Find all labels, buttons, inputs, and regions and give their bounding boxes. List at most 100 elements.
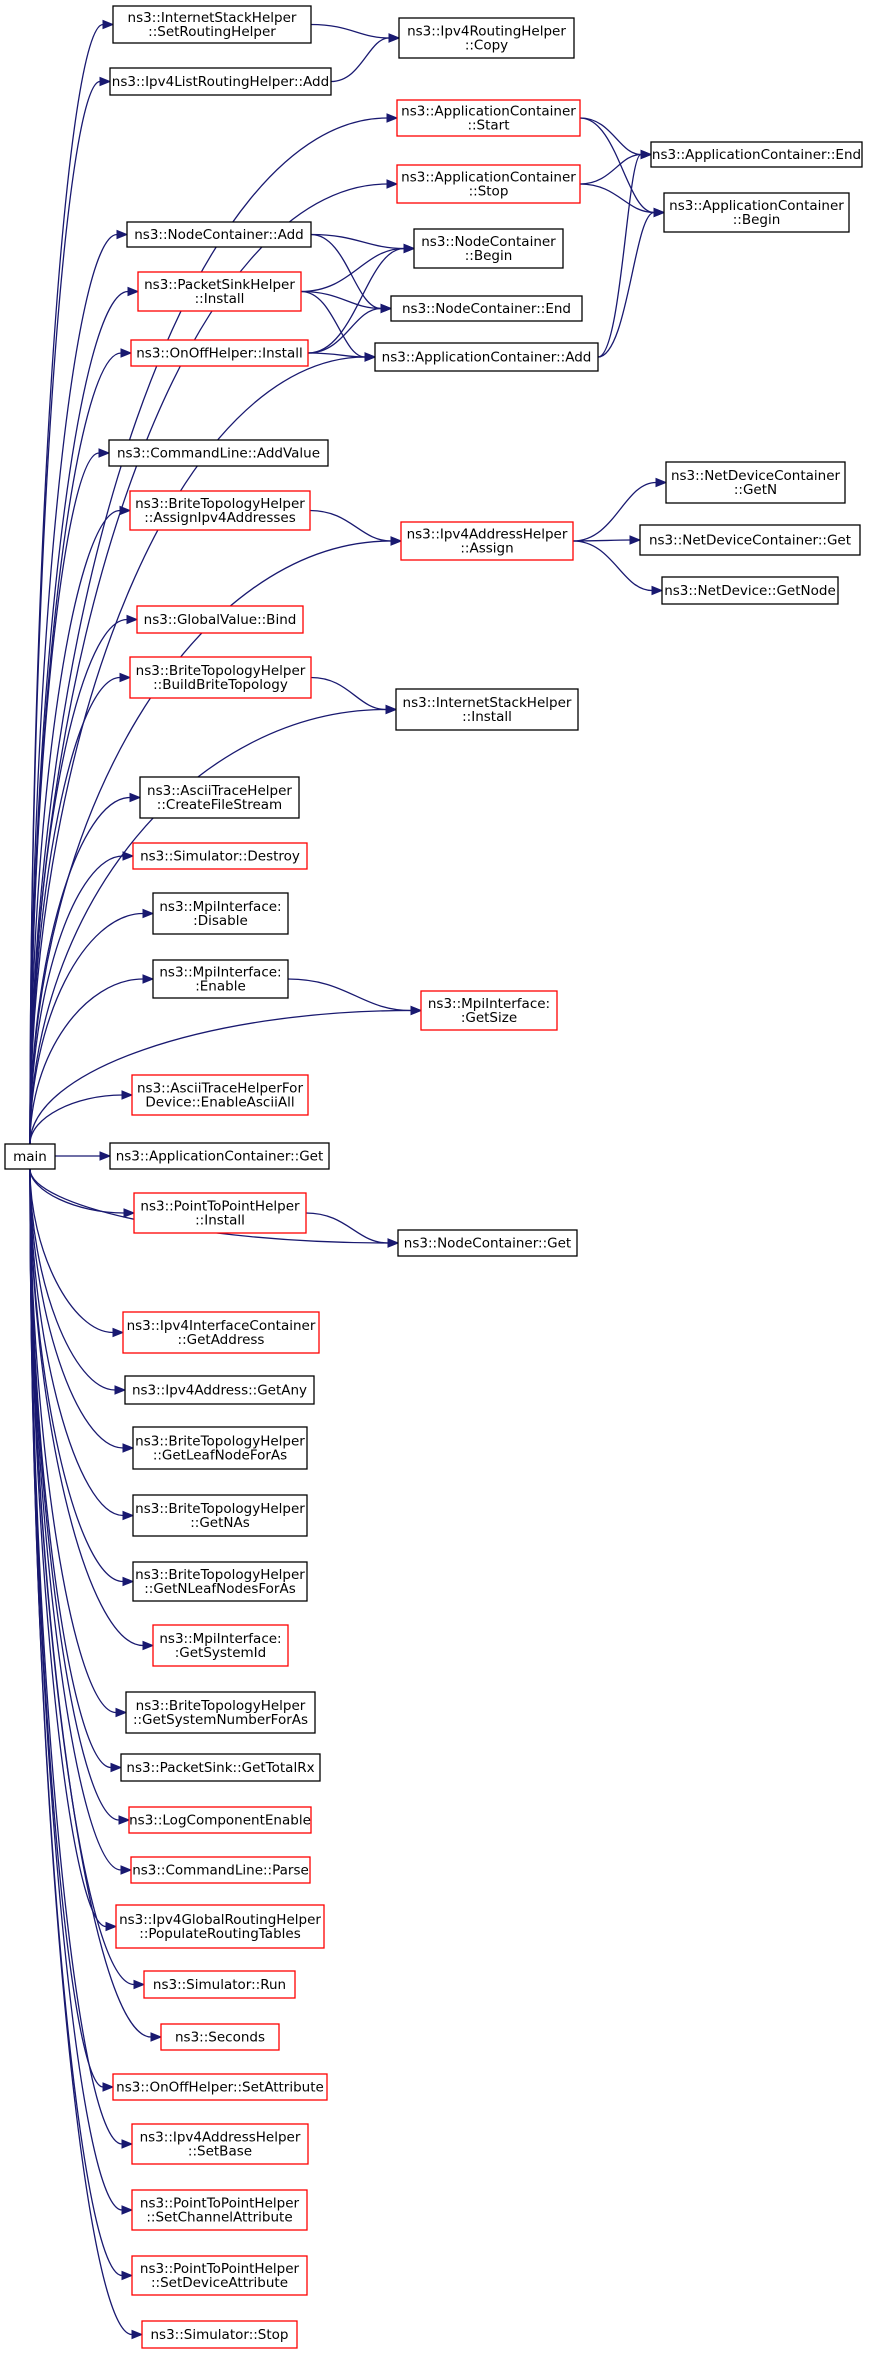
- node-n9[interactable]: ns3::NodeContainer::Begin: [413, 228, 564, 269]
- edge-main-n15: [29, 505, 132, 1145]
- node-n5[interactable]: ns3::ApplicationContainer::End: [650, 141, 863, 168]
- edge-main-n3: [29, 76, 112, 1145]
- node-n39[interactable]: ns3::PacketSink::GetTotalRx: [120, 1753, 321, 1782]
- node-label: ns3::MpiInterface:: [428, 996, 550, 1012]
- node-n14[interactable]: ns3::CommandLine::AddValue: [108, 439, 329, 467]
- node-n49[interactable]: ns3::Simulator::Stop: [141, 2320, 298, 2349]
- node-n23[interactable]: ns3::AsciiTraceHelper::CreateFileStream: [139, 776, 300, 819]
- node-label: ns3::Simulator::Run: [153, 1977, 286, 1993]
- node-n32[interactable]: ns3::Ipv4InterfaceContainer::GetAddress: [122, 1311, 320, 1354]
- node-label: ns3::NodeContainer::End: [402, 301, 571, 317]
- node-label: main: [13, 1149, 47, 1165]
- node-n7[interactable]: ns3::ApplicationContainer::Begin: [663, 192, 850, 233]
- node-n8[interactable]: ns3::NodeContainer::Add: [126, 221, 312, 248]
- node-box: [139, 776, 300, 819]
- node-n41[interactable]: ns3::CommandLine::Parse: [130, 1856, 311, 1884]
- node-n35[interactable]: ns3::BriteTopologyHelper::GetNAs: [132, 1494, 308, 1537]
- node-n33[interactable]: ns3::Ipv4Address::GetAny: [124, 1375, 315, 1405]
- node-n37[interactable]: ns3::MpiInterface::GetSystemId: [152, 1624, 289, 1667]
- edge-main-n30: [29, 1168, 136, 1218]
- node-n21[interactable]: ns3::BriteTopologyHelper::BuildBriteTopo…: [129, 656, 312, 699]
- node-label: ::GetN: [734, 482, 777, 498]
- edge-main-n25: [29, 908, 155, 1145]
- node-label: ns3::MpiInterface:: [159, 965, 281, 981]
- node-box: [133, 1192, 307, 1234]
- node-box: [131, 2189, 308, 2231]
- node-n16[interactable]: ns3::NetDeviceContainer::GetN: [665, 461, 846, 504]
- edge-main-n29: [55, 1151, 112, 1161]
- node-n3[interactable]: ns3::Ipv4ListRoutingHelper::Add: [109, 67, 332, 96]
- node-n15[interactable]: ns3::BriteTopologyHelper::AssignIpv4Addr…: [129, 490, 311, 531]
- node-label: ns3::Ipv4Address::GetAny: [132, 1383, 307, 1399]
- node-n2[interactable]: ns3::Ipv4RoutingHelper::Copy: [398, 17, 575, 59]
- node-n31[interactable]: ns3::NodeContainer::Get: [397, 1229, 578, 1257]
- node-label: :GetSize: [461, 1010, 517, 1026]
- node-n25[interactable]: ns3::MpiInterface::Disable: [152, 892, 289, 935]
- node-box: [109, 1142, 330, 1170]
- edge-n21-n22: [310, 676, 398, 715]
- node-box: [136, 605, 304, 634]
- node-n47[interactable]: ns3::PointToPointHelper::SetChannelAttri…: [131, 2189, 308, 2231]
- node-n29[interactable]: ns3::ApplicationContainer::Get: [109, 1142, 330, 1170]
- edge-main-n44: [29, 1168, 163, 2042]
- edge-main-n12: [29, 348, 133, 1145]
- edge-n13-n5: [597, 149, 653, 358]
- node-label: ns3::Ipv4AddressHelper: [140, 2130, 301, 2146]
- node-label: ns3::ApplicationContainer: [669, 198, 844, 214]
- node-n12[interactable]: ns3::OnOffHelper::Install: [130, 339, 309, 367]
- node-n36[interactable]: ns3::BriteTopologyHelper::GetNLeafNodesF…: [132, 1561, 308, 1602]
- node-n38[interactable]: ns3::BriteTopologyHelper::GetSystemNumbe…: [125, 1691, 316, 1734]
- node-n44[interactable]: ns3::Seconds: [160, 2023, 280, 2051]
- node-box: [413, 228, 564, 269]
- node-n13[interactable]: ns3::ApplicationContainer::Add: [374, 342, 599, 372]
- node-box: [397, 1229, 578, 1257]
- node-n10[interactable]: ns3::PacketSinkHelper::Install: [137, 271, 302, 312]
- edge-n26-n27: [287, 978, 423, 1016]
- node-n40[interactable]: ns3::LogComponentEnable: [128, 1806, 312, 1834]
- node-n26[interactable]: ns3::MpiInterface::Enable: [152, 959, 289, 999]
- node-box: [109, 67, 332, 96]
- node-n48[interactable]: ns3::PointToPointHelper::SetDeviceAttrib…: [131, 2255, 308, 2296]
- edge-main-n35: [29, 1168, 135, 1521]
- edge-main-n21: [29, 672, 132, 1145]
- node-box: [396, 164, 581, 204]
- node-n19[interactable]: ns3::NetDevice::GetNode: [661, 576, 839, 605]
- node-n46[interactable]: ns3::Ipv4AddressHelper::SetBase: [131, 2123, 309, 2165]
- node-label: ns3::ApplicationContainer: [401, 170, 576, 186]
- node-box: [132, 842, 308, 870]
- node-n45[interactable]: ns3::OnOffHelper::SetAttribute: [112, 2073, 328, 2101]
- node-n28[interactable]: ns3::AsciiTraceHelperForDevice::EnableAs…: [131, 1074, 309, 1116]
- node-main[interactable]: main: [4, 1143, 56, 1170]
- edge-n3-n2: [330, 33, 401, 83]
- node-label: ns3::Simulator::Destroy: [140, 849, 300, 865]
- node-n20[interactable]: ns3::GlobalValue::Bind: [136, 605, 304, 634]
- edge-n10-n9: [300, 243, 416, 293]
- node-box: [152, 959, 289, 999]
- node-n30[interactable]: ns3::PointToPointHelper::Install: [133, 1192, 307, 1234]
- node-label: ns3::GlobalValue::Bind: [144, 612, 297, 628]
- node-label: ::GetNAs: [190, 1515, 250, 1531]
- node-n6[interactable]: ns3::ApplicationContainer::Stop: [396, 164, 581, 204]
- node-n27[interactable]: ns3::MpiInterface::GetSize: [420, 990, 558, 1031]
- node-label: ::SetChannelAttribute: [146, 2210, 292, 2226]
- node-n11[interactable]: ns3::NodeContainer::End: [390, 295, 583, 322]
- edge-main-n28: [29, 1090, 134, 1145]
- node-n4[interactable]: ns3::ApplicationContainer::Start: [396, 99, 581, 137]
- edge-main-n32: [29, 1168, 125, 1338]
- node-n24[interactable]: ns3::Simulator::Destroy: [132, 842, 308, 870]
- node-label: ns3::InternetStackHelper: [128, 10, 297, 26]
- node-label: ns3::ApplicationContainer::Add: [382, 350, 592, 366]
- node-n1[interactable]: ns3::InternetStackHelper::SetRoutingHelp…: [112, 5, 312, 44]
- node-n43[interactable]: ns3::Simulator::Run: [143, 1970, 296, 1999]
- node-label: ns3::ApplicationContainer::Get: [116, 1149, 324, 1165]
- node-label: ns3::Ipv4InterfaceContainer: [127, 1318, 316, 1334]
- edge-main-n42: [29, 1168, 118, 1932]
- node-box: [665, 461, 846, 504]
- node-n34[interactable]: ns3::BriteTopologyHelper::GetLeafNodeFor…: [132, 1426, 308, 1470]
- node-n22[interactable]: ns3::InternetStackHelper::Install: [395, 688, 579, 731]
- edge-n13-n7: [597, 207, 666, 358]
- node-label: ns3::InternetStackHelper: [403, 695, 572, 711]
- node-n17[interactable]: ns3::Ipv4AddressHelper::Assign: [400, 521, 574, 561]
- node-n18[interactable]: ns3::NetDeviceContainer::Get: [639, 524, 861, 556]
- node-n42[interactable]: ns3::Ipv4GlobalRoutingHelper::PopulateRo…: [115, 1904, 325, 1949]
